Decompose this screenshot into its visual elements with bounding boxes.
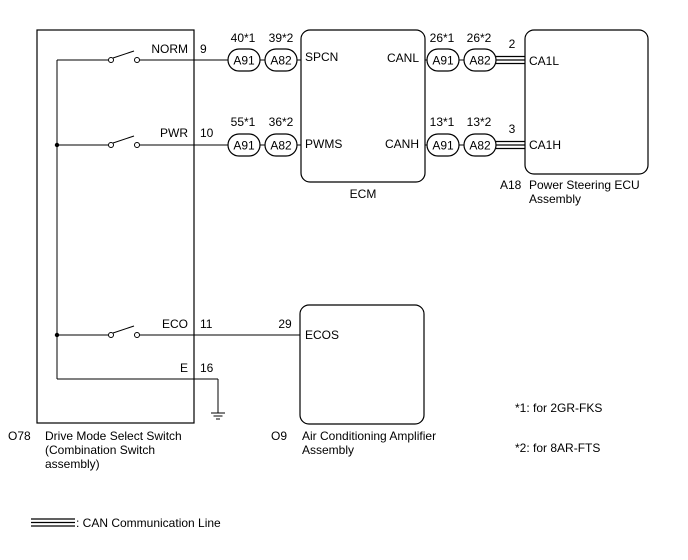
power-steering-ecu-box [524, 29, 649, 175]
canl-a82-label: A82 [469, 54, 491, 68]
canl-a91-pin: 26*1 [430, 31, 455, 45]
norm-a91-label: A91 [233, 54, 255, 68]
eco-switch-blade [112, 325, 135, 334]
canh-a91-pin: 13*1 [430, 115, 455, 129]
pin-label-norm: NORM [151, 42, 188, 56]
ac-code: O9 [271, 429, 287, 443]
ac-pin-ecos: ECOS [305, 328, 339, 342]
ac-title-line2: Assembly [302, 443, 354, 457]
ecm-title: ECM [350, 187, 377, 201]
norm-switch-blade [112, 50, 135, 59]
ecm-box [300, 29, 426, 183]
ps-title-line2: Assembly [529, 192, 581, 206]
eco-switch-contact [108, 332, 114, 338]
pin-label-eco: ECO [162, 317, 188, 331]
norm-a82-label: A82 [270, 54, 292, 68]
ac-title-line1: Air Conditioning Amplifier [302, 429, 436, 443]
pin-number-e: 16 [200, 361, 214, 375]
note-1: *1: for 2GR-FKS [515, 401, 602, 415]
canh-ps-pin-number: 3 [509, 122, 516, 136]
switch-code: O78 [8, 429, 31, 443]
pwr-a82-label: A82 [270, 139, 292, 153]
can-line-legend-symbol [31, 518, 75, 527]
pin-label-e: E [180, 361, 188, 375]
canl-a91-label: A91 [432, 54, 454, 68]
can-line-legend-label: : CAN Communication Line [76, 516, 221, 530]
ecm-pin-spcn: SPCN [305, 50, 338, 64]
pin-number-eco: 11 [200, 317, 213, 331]
canl-can-line [496, 55, 525, 65]
pwr-a91-label: A91 [233, 139, 255, 153]
pwr-switch-contact [134, 142, 140, 148]
canh-can-line [496, 140, 525, 150]
switch-title-line3: assembly) [45, 457, 100, 471]
ecm-pin-pwms: PWMS [305, 137, 342, 151]
ecm-pin-canl: CANL [387, 51, 419, 65]
pwr-a91-pin: 55*1 [231, 115, 256, 129]
pwr-switch-blade [112, 135, 135, 144]
norm-a82-pin: 39*2 [269, 31, 294, 45]
ground-icon [211, 412, 225, 420]
drive-mode-switch-box [36, 29, 195, 424]
switch-title-line2: (Combination Switch [45, 443, 155, 457]
canh-a91-label: A91 [432, 139, 454, 153]
norm-switch-contact [134, 57, 140, 63]
eco-switch-contact [134, 332, 140, 338]
pin-label-pwr: PWR [160, 126, 188, 140]
canl-a82-pin: 26*2 [467, 31, 492, 45]
ps-code: A18 [500, 178, 522, 192]
pin-number-norm: 9 [200, 42, 207, 56]
note-2: *2: for 8AR-FTS [515, 441, 600, 455]
ps-pin-ca1h: CA1H [529, 138, 561, 152]
norm-a91-pin: 40*1 [231, 31, 256, 45]
switch-title-line1: Drive Mode Select Switch [45, 429, 182, 443]
ps-pin-ca1l: CA1L [529, 54, 559, 68]
pwr-switch-contact [108, 142, 114, 148]
ecm-pin-canh: CANH [385, 137, 419, 151]
canh-a82-pin: 13*2 [467, 115, 492, 129]
norm-switch-contact [108, 57, 114, 63]
canl-ps-pin-number: 2 [509, 37, 516, 51]
pwr-a82-pin: 36*2 [269, 115, 294, 129]
canh-a82-label: A82 [469, 139, 491, 153]
ps-title-line1: Power Steering ECU [529, 178, 640, 192]
ac-pin-number: 29 [278, 317, 292, 331]
pin-number-pwr: 10 [200, 126, 214, 140]
ac-amplifier-box [299, 304, 425, 425]
